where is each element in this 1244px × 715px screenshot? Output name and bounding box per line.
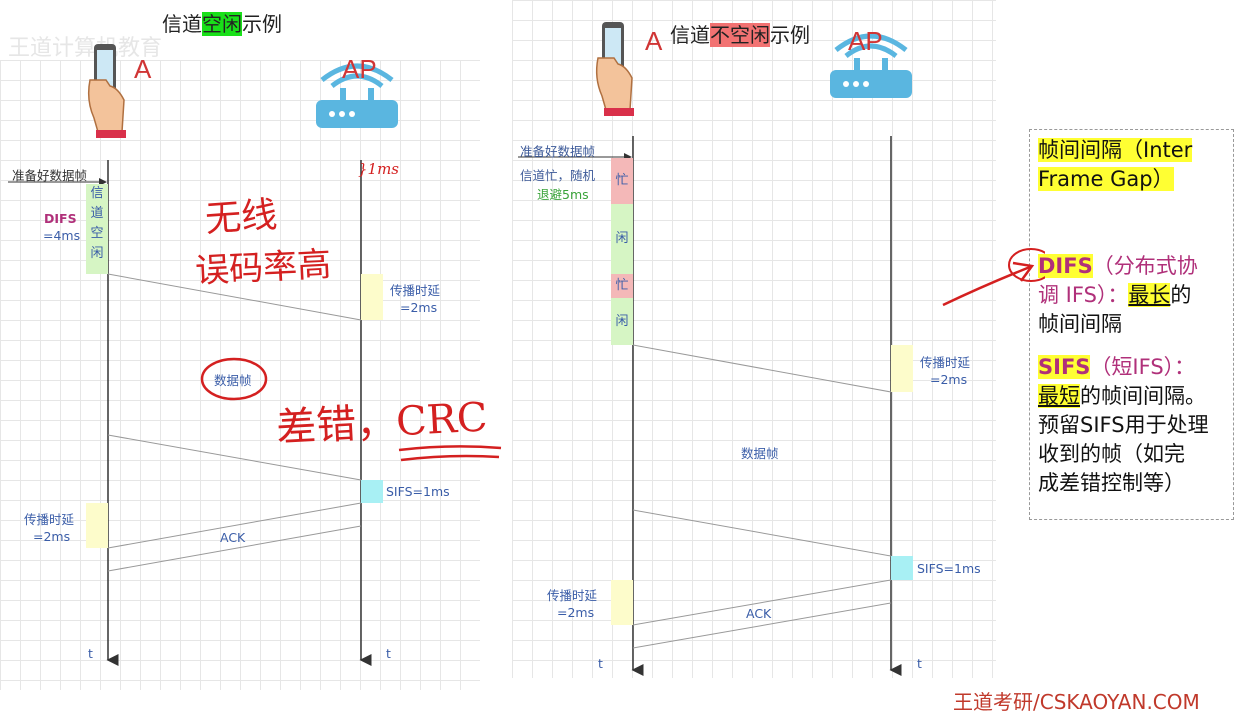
- right-seg-busy-2-label: 忙: [615, 278, 629, 293]
- left-title-pre: 信道: [162, 12, 202, 36]
- left-prop-delay-box-2: [86, 503, 108, 548]
- left-title: 信道空闲示例: [162, 8, 282, 37]
- left-idle-char-3: 闲: [90, 246, 104, 261]
- left-prop-delay-2: 传播时延: [24, 512, 75, 527]
- right-sifs-label: SIFS=1ms: [917, 561, 981, 576]
- left-idle-char-0: 信: [90, 186, 104, 201]
- left-sifs-box: [361, 480, 383, 503]
- legend-sifs-name: SIFS: [1038, 355, 1091, 379]
- annotation-ms-note: }1ms: [358, 160, 400, 178]
- left-signal-1: [107, 273, 362, 321]
- right-seg-idle-1: 闲: [611, 204, 633, 274]
- right-seg-busy-1-label: 忙: [615, 173, 629, 188]
- legend-box: 帧间间隔（Inter Frame Gap） DIFS（分布式协 调 IFS）：最…: [1029, 129, 1234, 520]
- phone-icon: [87, 44, 126, 138]
- left-prop-delay-box-1: [361, 274, 383, 320]
- legend-difs: DIFS（分布式协 调 IFS）：最长的 帧间间隔: [1038, 252, 1225, 339]
- left-station-ap: AP: [342, 54, 377, 84]
- left-idle-box: 信 道 空 闲: [86, 184, 108, 274]
- left-prop-delay-1: 传播时延: [390, 283, 441, 298]
- legend-title: 帧间间隔（Inter Frame Gap）: [1038, 136, 1225, 194]
- right-seg-idle-2-label: 闲: [615, 314, 629, 329]
- router-icon-right: [830, 33, 912, 98]
- phone-icon-right: [595, 22, 634, 116]
- left-ack-bottom: [107, 525, 362, 572]
- right-title-highlight: 不空闲: [710, 23, 770, 47]
- right-data-frame-label: 数据帧: [741, 446, 779, 461]
- right-ack-label: ACK: [746, 606, 772, 621]
- left-ack-label: ACK: [220, 530, 246, 545]
- right-t-ap: t: [917, 656, 922, 671]
- left-station-a: A: [134, 54, 152, 84]
- right-station-a: A: [645, 26, 663, 56]
- left-difs-value: =4ms: [43, 228, 81, 243]
- right-t-a: t: [598, 656, 603, 671]
- right-prop-delay-box-2: [611, 580, 633, 625]
- right-ready-label: 准备好数据帧: [520, 144, 596, 159]
- left-grid: [0, 60, 480, 690]
- right-seg-idle-1-label: 闲: [615, 231, 629, 246]
- annotation-circle: [200, 357, 268, 401]
- annotation-arrow: [942, 248, 1045, 307]
- left-prop-delay-2-value: =2ms: [33, 529, 71, 544]
- right-seg-busy-1: 忙: [611, 158, 633, 204]
- right-station-ap: AP: [848, 26, 883, 56]
- right-title-post: 示例: [770, 23, 810, 47]
- legend-sifs: SIFS（短IFS）： 最短的帧间间隔。 预留SIFS用于处理 收到的帧（如完 …: [1038, 353, 1225, 498]
- legend-sifs-desc2: 的帧间间隔。: [1080, 384, 1206, 408]
- legend-sifs-desc1: （短IFS）：: [1090, 355, 1196, 379]
- legend-sifs-desc3: 预留SIFS用于处理: [1038, 413, 1209, 437]
- right-signal-1: [632, 344, 892, 393]
- left-t-ap: t: [386, 646, 391, 661]
- right-prop-delay-1: 传播时延: [920, 355, 971, 370]
- left-data-frame-label: 数据帧: [214, 373, 252, 388]
- legend-difs-desc4: 帧间间隔: [1038, 312, 1122, 336]
- legend-sifs-desc5: 成差错控制等）: [1038, 471, 1185, 495]
- annotation-underline: [398, 445, 502, 462]
- legend-difs-desc3: 的: [1170, 283, 1192, 307]
- right-sifs-box: [891, 556, 913, 580]
- legend-line2: Frame Gap）: [1038, 167, 1174, 191]
- watermark-text: 王道考研/CSKAOYAN.COM: [953, 690, 1200, 714]
- right-data-frame-top: [632, 509, 892, 557]
- left-t-a: t: [88, 646, 93, 661]
- legend-sifs-hl: 最短: [1038, 384, 1080, 408]
- right-busy-line2: 退避5ms: [537, 187, 589, 202]
- legend-difs-desc2: 调 IFS）：: [1038, 283, 1129, 307]
- right-busy-line1: 信道忙，随机: [520, 168, 596, 183]
- legend-difs-desc1: （分布式协: [1092, 254, 1198, 278]
- left-idle-char-1: 道: [90, 206, 104, 221]
- right-ack-bottom: [632, 602, 892, 649]
- left-data-frame-top: [107, 434, 362, 481]
- right-prop-delay-1-value: =2ms: [930, 372, 968, 387]
- legend-line1: 帧间间隔（Inter: [1038, 138, 1193, 162]
- right-seg-idle-2: 闲: [611, 298, 633, 345]
- right-prop-delay-2: 传播时延: [547, 588, 598, 603]
- right-prop-delay-box-1: [891, 345, 913, 392]
- router-icon: [316, 63, 398, 128]
- right-prop-delay-2-value: =2ms: [557, 605, 595, 620]
- right-ack-top: [632, 579, 892, 626]
- left-prop-delay-1-value: =2ms: [400, 300, 438, 315]
- left-idle-char-2: 空: [90, 226, 104, 241]
- right-seg-busy-2: 忙: [611, 274, 633, 298]
- left-title-post: 示例: [242, 12, 282, 36]
- ghost-watermark: 王道计算机教育: [8, 36, 163, 61]
- left-difs-label: DIFS: [44, 211, 77, 226]
- right-grid: [512, 0, 996, 678]
- legend-sifs-desc4: 收到的帧（如完: [1038, 442, 1185, 466]
- legend-difs-hl: 最长: [1128, 283, 1171, 307]
- left-timeline-svg: [8, 160, 372, 666]
- left-title-highlight: 空闲: [202, 12, 242, 36]
- right-title-pre: 信道: [670, 23, 710, 47]
- left-ready-label: 准备好数据帧: [12, 168, 88, 183]
- left-ack-top: [107, 502, 362, 549]
- legend-difs-name: DIFS: [1038, 254, 1093, 278]
- right-timeline-svg: [518, 136, 902, 676]
- right-title: 信道不空闲示例: [670, 19, 810, 48]
- left-sifs-label: SIFS=1ms: [386, 484, 450, 499]
